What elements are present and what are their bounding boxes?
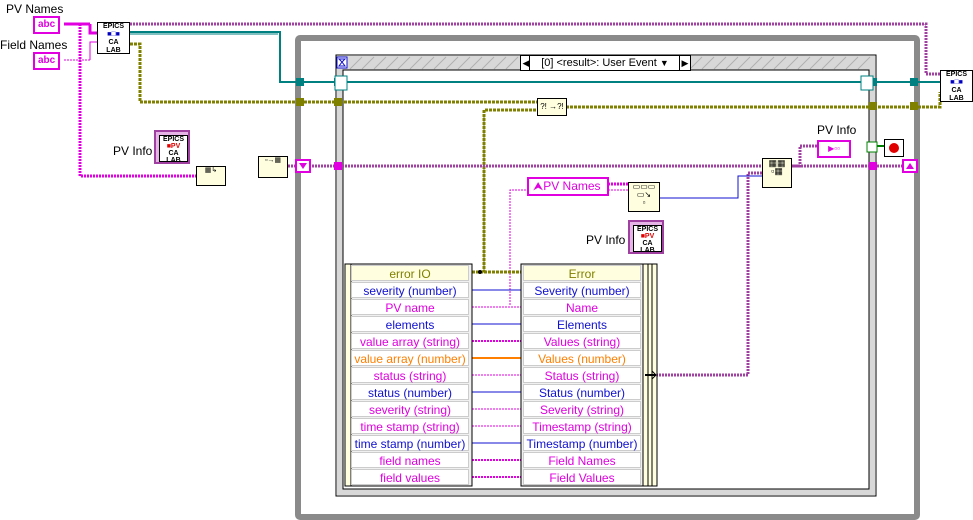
event-case-selector[interactable]: [0] <result>: User Event ▼ (529, 55, 681, 71)
cluster-icon: ▶▫▫ (828, 144, 840, 153)
table-icon: ▦↳ (204, 167, 218, 174)
unbundle-element[interactable]: elements (351, 316, 469, 332)
pv-info-label-right: PV Info (817, 123, 857, 137)
ca-icon: ■□■ (950, 79, 963, 86)
pv-names-control[interactable]: abc (33, 16, 61, 34)
unbundle-element[interactable]: value array (string) (351, 333, 469, 349)
bundle-element[interactable]: Field Values (523, 469, 641, 485)
bundle-element[interactable]: Name (523, 299, 641, 315)
search-array-node[interactable]: ▭▭▭▭↘▫ (628, 182, 660, 212)
pv-names-label: PV Names (6, 2, 64, 16)
replace-array-icon: ▦▦▫▦ (768, 158, 786, 176)
unbundle-element[interactable]: status (number) (351, 384, 469, 400)
bundle-element[interactable]: Values (string) (523, 333, 641, 349)
replace-array-subset-node[interactable]: ▦▦▫▦ (762, 158, 792, 188)
field-names-label: Field Names (0, 38, 68, 52)
pv-names-local-variable[interactable]: ⮝PV Names (527, 177, 609, 196)
bundle-element[interactable]: Severity (string) (523, 401, 641, 417)
build-array-icon: ▫→▦ (264, 157, 282, 164)
unbundle-element[interactable]: PV name (351, 299, 469, 315)
unbundle-element[interactable]: severity (number) (351, 282, 469, 298)
pv-icon: ■PV (640, 233, 655, 240)
unbundle-element[interactable]: time stamp (string) (351, 418, 469, 434)
pv-info-label-mid: PV Info (586, 233, 626, 247)
ca-icon: ■□■ (107, 31, 120, 38)
field-names-control[interactable]: abc (33, 52, 61, 70)
bundle-element[interactable]: Error (523, 265, 641, 281)
epics-close-node[interactable]: EPICS ■□■ CA LAB (940, 70, 973, 102)
case-next-button[interactable]: ▶ (679, 55, 691, 71)
unbundle-element[interactable]: severity (string) (351, 401, 469, 417)
pv-icon: ■PV (166, 143, 181, 150)
build-array-node[interactable]: ▫→▦ (258, 156, 288, 178)
unbundle-element[interactable]: field names (351, 452, 469, 468)
unbundle-element[interactable]: status (string) (351, 367, 469, 383)
bundle-element[interactable]: Field Names (523, 452, 641, 468)
bundle-element[interactable]: Severity (number) (523, 282, 641, 298)
array-transform-node[interactable]: ▦↳ (196, 166, 226, 186)
epics-init-node[interactable]: EPICS ■□■ CA LAB (97, 22, 130, 54)
error-merge-icon: ?! →?! (540, 102, 564, 111)
bundle-element[interactable]: Timestamp (string) (523, 418, 641, 434)
stop-button[interactable] (884, 139, 904, 157)
arrow-icon: ⮝ (533, 179, 544, 193)
unbundle-element[interactable]: field values (351, 469, 469, 485)
bundle-element[interactable]: Elements (523, 316, 641, 332)
while-loop-frame (295, 35, 920, 520)
merge-errors-node[interactable]: ?! →?! (537, 98, 567, 116)
bundle-element[interactable]: Status (number) (523, 384, 641, 400)
pv-info-indicator[interactable]: ▶▫▫ (817, 140, 851, 158)
unbundle-element[interactable]: time stamp (number) (351, 435, 469, 451)
pv-info-label-left: PV Info (113, 144, 153, 158)
bundle-element[interactable]: Status (string) (523, 367, 641, 383)
search-array-icon: ▭▭▭▭↘▫ (632, 182, 656, 207)
bundle-element[interactable]: Values (number) (523, 350, 641, 366)
unbundle-element[interactable]: error IO (351, 265, 469, 281)
unbundle-element[interactable]: value array (number) (351, 350, 469, 366)
bundle-element[interactable]: Timestamp (number) (523, 435, 641, 451)
